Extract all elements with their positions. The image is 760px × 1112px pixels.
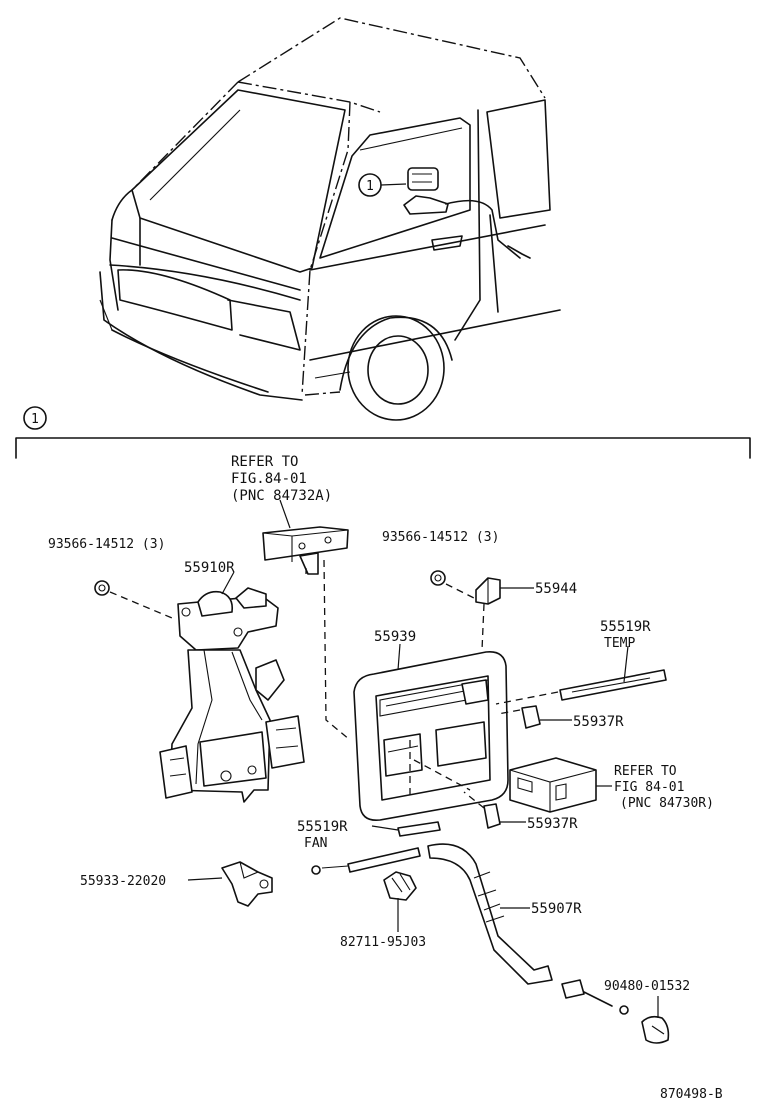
label-55933: 55933-22020 (80, 874, 166, 889)
leader-lines (221, 499, 612, 787)
label-refer-a-line1: REFER TO (231, 454, 298, 470)
hinge-plate-55910r (159, 587, 305, 803)
bolt-left (94, 580, 173, 619)
label-55939: 55939 (374, 629, 416, 645)
label-bolt-left: 93566-14512 (3) (48, 537, 165, 552)
vehicle-illustration: 1 (99, 17, 561, 421)
switch-part (509, 757, 597, 813)
label-fan: FAN (304, 836, 327, 851)
clip-55944 (475, 577, 501, 651)
label-bolt-right: 93566-14512 (3) (382, 530, 499, 545)
label-refer-a-line2: FIG.84-01 (231, 471, 307, 487)
label-refer-b-line1: REFER TO (614, 764, 677, 779)
label-55519r-temp: 55519R (600, 619, 651, 635)
label-temp: TEMP (604, 636, 635, 651)
diagram-id: 870498-B (660, 1087, 723, 1102)
label-55519r-fan: 55519R (297, 819, 348, 835)
label-82711: 82711-95J03 (340, 935, 426, 950)
clip-55937r-lower (463, 791, 526, 829)
cable-55519r-temp (495, 645, 667, 705)
callout-number: 1 (366, 179, 374, 194)
label-refer-a-line3: (PNC 84732A) (231, 488, 332, 504)
label-90480: 90480-01532 (604, 979, 690, 994)
hose-55907r (427, 843, 613, 1007)
bracket-part (262, 526, 349, 575)
clip-90480 (619, 996, 670, 1044)
section-bracket: 1 (15, 406, 751, 459)
label-refer-b-line2: FIG 84-01 (614, 780, 684, 795)
section-callout-number: 1 (31, 412, 39, 427)
label-55907r: 55907R (531, 901, 582, 917)
bolt-right (430, 570, 475, 599)
part-labels: REFER TO FIG.84-01 (PNC 84732A) 93566-14… (48, 454, 723, 1102)
label-refer-b-line3: (PNC 84730R) (620, 796, 714, 811)
guide-line-bracket (323, 559, 351, 741)
label-55944: 55944 (535, 581, 577, 597)
clip-82711 (383, 871, 417, 932)
label-55937r-upper: 55937R (573, 714, 624, 730)
clip-55937r-upper (497, 705, 572, 729)
label-55910r: 55910R (184, 560, 235, 576)
label-55937r-lower: 55937R (527, 816, 578, 832)
clamp-55933 (187, 861, 273, 907)
opener-bezel-55939 (353, 650, 509, 822)
cable-55519r-fan (311, 821, 441, 875)
